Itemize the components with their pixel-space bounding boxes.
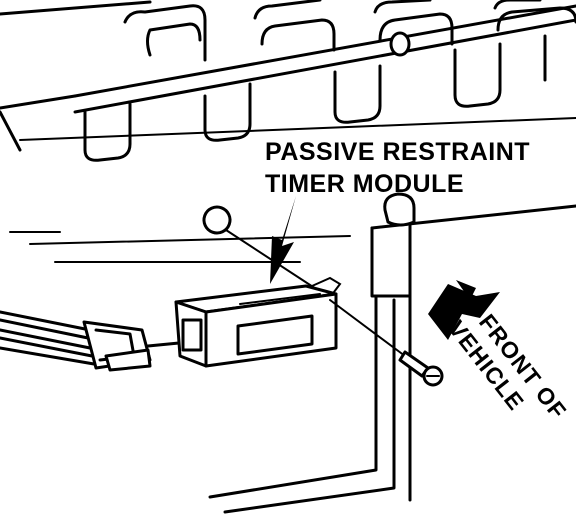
callout-arrow (270, 196, 296, 284)
dash-panel-upper (0, 0, 576, 162)
callout-line-2: TIMER MODULE (265, 170, 464, 198)
callout-line-1: PASSIVE RESTRAINT (265, 138, 530, 166)
timer-module (174, 276, 342, 368)
ground-screw (329, 299, 444, 387)
front-of-vehicle-label: FRONT OF VEHICLE (443, 309, 571, 424)
grommet-right (383, 192, 416, 227)
module-callout-label: PASSIVE RESTRAINT TIMER MODULE (265, 138, 530, 198)
wiring-harness (0, 310, 212, 372)
front-direction-arrow (428, 280, 500, 340)
grommet-left (202, 205, 331, 299)
